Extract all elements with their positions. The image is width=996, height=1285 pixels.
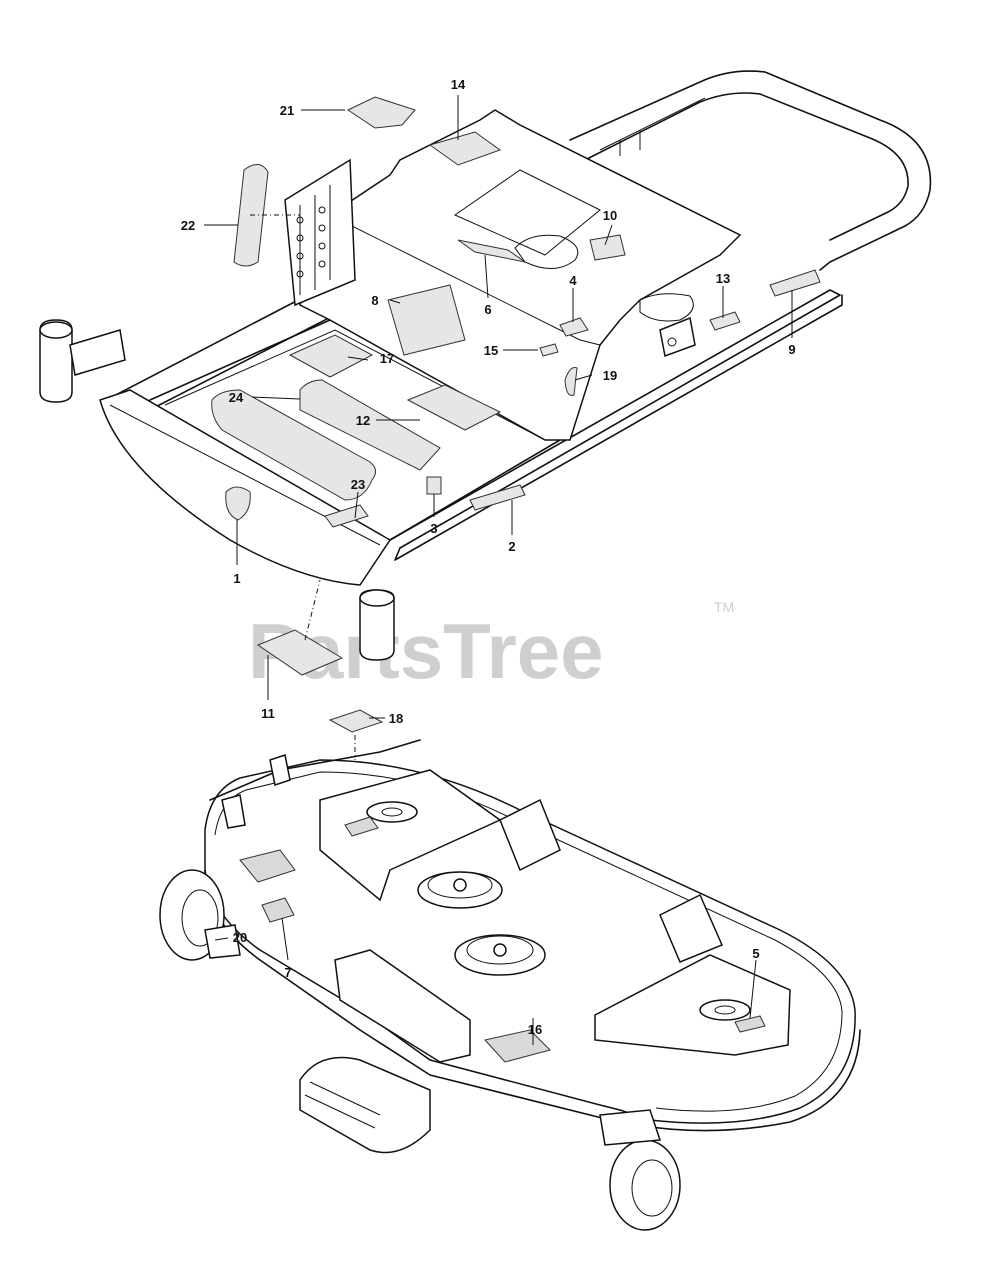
mower-deck <box>159 739 861 1231</box>
decal-21 <box>346 96 416 129</box>
callout-4[interactable]: 4 <box>569 273 577 288</box>
callout-13[interactable]: 13 <box>716 271 730 286</box>
decal-deck-left <box>344 816 379 837</box>
callout-2[interactable]: 2 <box>508 539 515 554</box>
decal-23 <box>211 389 376 501</box>
decal-13 <box>709 311 741 331</box>
decal-2 <box>469 484 526 511</box>
watermark-trademark: TM <box>714 599 734 615</box>
callout-15[interactable]: 15 <box>484 343 498 358</box>
frame-assembly <box>39 70 932 661</box>
callout-7[interactable]: 7 <box>284 965 291 980</box>
callout-12[interactable]: 12 <box>356 413 370 428</box>
decal-19 <box>564 367 578 396</box>
callout-23[interactable]: 23 <box>351 477 365 492</box>
callout-19[interactable]: 19 <box>603 368 617 383</box>
callout-18[interactable]: 18 <box>389 711 403 726</box>
decal-deck-front <box>239 849 296 883</box>
decal-12b <box>406 384 502 431</box>
callout-24[interactable]: 24 <box>229 390 244 405</box>
callout-1[interactable]: 1 <box>233 571 240 586</box>
callout-labels: 1 2 3 4 5 6 7 8 9 10 11 12 13 14 15 16 1… <box>181 77 796 1037</box>
decal-16 <box>484 1029 551 1063</box>
decal-23b <box>324 504 369 528</box>
callout-11[interactable]: 11 <box>261 706 275 721</box>
callout-5[interactable]: 5 <box>752 946 759 961</box>
callout-22[interactable]: 22 <box>181 218 195 233</box>
decal-7 <box>261 897 295 923</box>
callout-10[interactable]: 10 <box>603 208 617 223</box>
callout-14[interactable]: 14 <box>451 77 466 92</box>
decal-3 <box>426 476 442 495</box>
leader-lines <box>204 95 793 1045</box>
decal-6 <box>457 239 526 263</box>
callout-21[interactable]: 21 <box>280 103 294 118</box>
decal-11 <box>256 629 344 676</box>
decal-1 <box>225 486 251 521</box>
callout-8[interactable]: 8 <box>371 293 378 308</box>
callout-16[interactable]: 16 <box>528 1022 542 1037</box>
callout-17[interactable]: 17 <box>380 351 394 366</box>
decal-10 <box>589 234 626 261</box>
frame-decals <box>211 96 821 760</box>
callout-20[interactable]: 20 <box>233 930 247 945</box>
callout-9[interactable]: 9 <box>788 342 795 357</box>
decal-12 <box>299 379 441 471</box>
decal-5 <box>734 1015 766 1033</box>
callout-6[interactable]: 6 <box>484 302 491 317</box>
decal-17 <box>288 334 374 378</box>
decal-9 <box>769 269 821 297</box>
decal-15 <box>539 343 559 357</box>
decal-18 <box>328 709 384 733</box>
callout-3[interactable]: 3 <box>430 521 437 536</box>
decal-8 <box>387 284 466 356</box>
decal-14 <box>428 131 502 166</box>
